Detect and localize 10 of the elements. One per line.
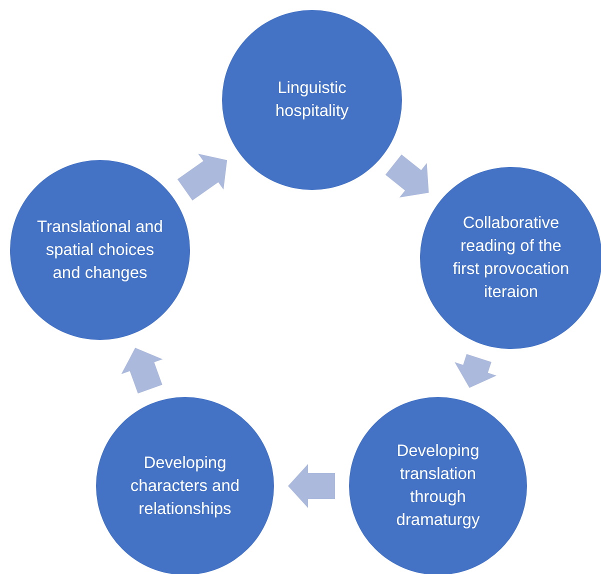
block-arrow bbox=[385, 154, 429, 198]
node-label: Collaborative reading of the first provocation iteraion bbox=[452, 213, 570, 303]
block-arrow bbox=[177, 154, 228, 200]
node-label: Developing translation through dramaturgy bbox=[395, 441, 481, 531]
node-label: Developing characters and relationships bbox=[129, 452, 241, 520]
block-arrow bbox=[288, 464, 335, 508]
node-label: Translational and spatial choices and changes bbox=[36, 216, 164, 284]
node-label: Linguistic hospitality bbox=[274, 78, 350, 122]
block-arrow bbox=[454, 354, 496, 388]
block-arrow bbox=[121, 348, 163, 394]
